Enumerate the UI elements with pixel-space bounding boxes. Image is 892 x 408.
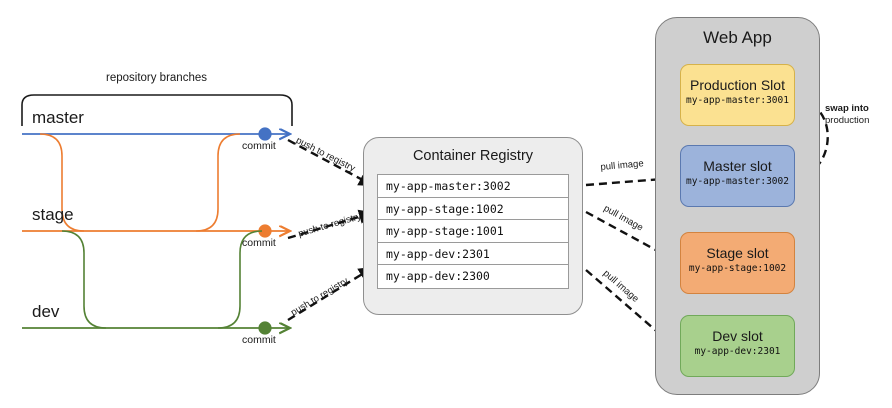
- slot-dev[interactable]: Dev slot my-app-dev:2301: [680, 315, 795, 377]
- swap-into-production-label: swap into production: [825, 103, 869, 127]
- commit-dot-stage: [258, 224, 272, 238]
- registry-image-row[interactable]: my-app-dev:2300: [378, 265, 568, 288]
- branch-label-stage: stage: [32, 205, 74, 224]
- slot-name: Production Slot: [690, 77, 785, 93]
- slot-master[interactable]: Master slot my-app-master:3002: [680, 145, 795, 207]
- commit-dot-dev: [258, 321, 272, 335]
- arrow-push-dev: [287, 266, 375, 322]
- swap-label-line1: swap into: [825, 103, 869, 114]
- registry-image-row[interactable]: my-app-master:3002: [378, 175, 568, 198]
- commit-label-stage: commit: [242, 237, 276, 249]
- repository-branches-label: repository branches: [106, 72, 207, 84]
- commit-label-master: commit: [242, 140, 276, 152]
- slot-name: Dev slot: [712, 328, 763, 344]
- slot-production[interactable]: Production Slot my-app-master:3001: [680, 64, 795, 126]
- branch-label-master: master: [32, 108, 84, 127]
- slot-name: Stage slot: [706, 245, 769, 261]
- slot-tag: my-app-master:3002: [686, 176, 789, 187]
- branch-line-master: [22, 127, 290, 141]
- commit-label-dev: commit: [242, 334, 276, 346]
- container-registry-title: Container Registry: [412, 148, 534, 164]
- arrow-pull-dev: [585, 269, 678, 350]
- commit-dot-master: [258, 127, 272, 141]
- slot-tag: my-app-master:3001: [686, 95, 789, 106]
- arrow-pull-master: [585, 171, 679, 187]
- branch-label-dev: dev: [32, 302, 60, 321]
- registry-image-row[interactable]: my-app-stage:1001: [378, 220, 568, 243]
- slot-tag: my-app-dev:2301: [694, 346, 781, 357]
- slot-name: Master slot: [703, 158, 772, 174]
- registry-image-row[interactable]: my-app-stage:1002: [378, 197, 568, 221]
- branch-line-dev: [22, 230, 290, 335]
- slot-tag: my-app-stage:1002: [688, 263, 787, 274]
- repository-branches-bracket: [21, 94, 293, 126]
- web-app-title: Web App: [703, 28, 772, 47]
- swap-label-line2: production: [825, 115, 870, 126]
- registry-image-row[interactable]: my-app-dev:2301: [378, 242, 568, 266]
- slot-stage[interactable]: Stage slot my-app-stage:1002: [680, 232, 795, 294]
- container-registry-list: my-app-master:3002 my-app-stage:1002 my-…: [377, 174, 569, 289]
- arrow-push-stage: [287, 209, 375, 240]
- arrow-push-master: [287, 138, 375, 187]
